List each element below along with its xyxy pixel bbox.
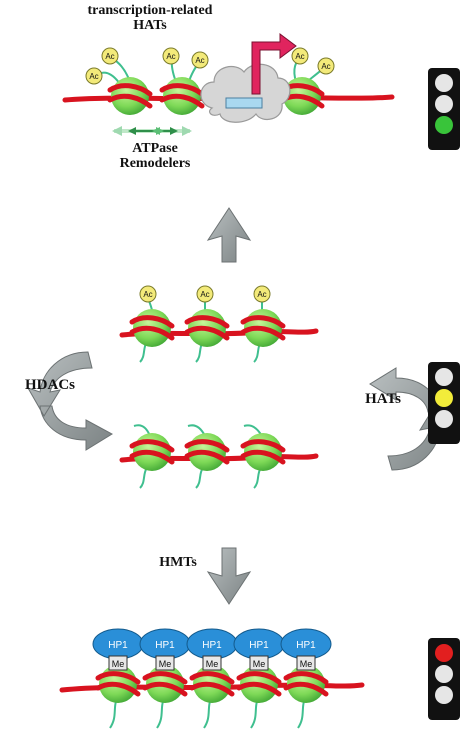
- acetylated-nucleosome-1: [132, 309, 172, 347]
- acetylated-nucleosome-2: [187, 309, 227, 347]
- hp1-2: HP1: [139, 628, 191, 660]
- svg-text:Ac: Ac: [321, 62, 330, 71]
- top-ac-4: Ac: [191, 51, 209, 69]
- svg-text:Me: Me: [253, 659, 266, 669]
- svg-text:HP1: HP1: [249, 640, 269, 651]
- heterochromatin-nucleosome-1: [98, 665, 138, 703]
- svg-text:Me: Me: [112, 659, 125, 669]
- svg-text:Ac: Ac: [105, 52, 114, 61]
- traffic-light-top: [428, 68, 460, 150]
- heterochromatin-nucleosome-2: [145, 665, 185, 703]
- svg-text:HP1: HP1: [202, 640, 222, 651]
- svg-text:Ac: Ac: [195, 56, 204, 65]
- down-arrow: [206, 547, 252, 605]
- top-ac-3: Ac: [162, 47, 180, 65]
- svg-text:HP1: HP1: [108, 640, 128, 651]
- acetylated-ac-3: Ac: [253, 285, 271, 303]
- promoter-arrow: [251, 33, 297, 95]
- heterochromatin: HP1 HP1 HP1 HP1 HP1 Me Me Me Me Me: [59, 628, 365, 729]
- deacetylated-chromatin: [119, 424, 319, 489]
- top-ac-2: Ac: [101, 47, 119, 65]
- svg-text:Me: Me: [206, 659, 219, 669]
- top-ac-1: Ac: [85, 67, 103, 85]
- top-open-chromatin: Ac Ac Ac Ac Ac Ac: [62, 33, 395, 136]
- traffic-light-top-red: [435, 74, 453, 92]
- atpase-remodelers-line1: ATPase: [132, 141, 178, 156]
- top-nucleosome-2: [162, 77, 202, 115]
- traffic-light-middle-green: [435, 410, 453, 428]
- svg-text:HP1: HP1: [155, 640, 175, 651]
- top-nucleosome-1: [110, 77, 150, 115]
- hats-label: HATs: [365, 391, 401, 407]
- svg-text:Ac: Ac: [166, 52, 175, 61]
- hp1-4: HP1: [233, 628, 285, 660]
- me-5: Me: [296, 655, 316, 671]
- svg-text:Me: Me: [159, 659, 172, 669]
- top-ac-5: Ac: [291, 47, 309, 65]
- acetylated-ac-2: Ac: [196, 285, 214, 303]
- traffic-light-bottom-red: [435, 644, 453, 662]
- hp1-1: HP1: [92, 628, 144, 660]
- traffic-light-top-green: [435, 116, 453, 134]
- acetylated-ac-1: Ac: [139, 285, 157, 303]
- svg-text:Ac: Ac: [89, 72, 98, 81]
- deacetylated-nucleosome-3: [243, 433, 283, 471]
- traffic-light-bottom-green: [435, 686, 453, 704]
- svg-text:Ac: Ac: [200, 290, 209, 299]
- hdacs-label: HDACs: [24, 377, 75, 393]
- top-ac-6: Ac: [317, 57, 335, 75]
- hp1-5: HP1: [280, 628, 332, 660]
- atpase-remodelers-line2: Remodelers: [119, 155, 191, 171]
- hdacs-arrow: [26, 351, 114, 451]
- heterochromatin-nucleosome-5: [286, 665, 326, 703]
- me-1: Me: [108, 655, 128, 671]
- svg-text:Ac: Ac: [257, 290, 266, 299]
- heterochromatin-nucleosome-4: [239, 665, 279, 703]
- acetylated-nucleosome-3: [243, 309, 283, 347]
- traffic-light-middle-red: [435, 368, 453, 386]
- traffic-light-bottom: [428, 638, 460, 720]
- transcription-cloud: [200, 63, 291, 123]
- me-4: Me: [249, 655, 269, 671]
- transcription-hats-line2: HATs: [133, 17, 167, 33]
- heterochromatin-nucleosome-3: [192, 665, 232, 703]
- traffic-light-middle: [428, 362, 460, 444]
- remodeler-arrows: [112, 126, 192, 136]
- svg-text:Ac: Ac: [295, 52, 304, 61]
- deacetylated-nucleosome-1: [132, 433, 172, 471]
- svg-text:HP1: HP1: [296, 640, 316, 651]
- deacetylated-nucleosome-2: [187, 433, 227, 471]
- traffic-light-middle-yellow: [435, 389, 453, 407]
- atpase-remodelers-label: ATPase Remodelers: [95, 141, 215, 171]
- acetylated-chromatin: Ac Ac Ac: [119, 285, 319, 363]
- transcription-hats-label: transcription-related HATs: [70, 3, 230, 33]
- transcription-hats-line1: transcription-related: [87, 3, 213, 18]
- traffic-light-bottom-yellow: [435, 665, 453, 683]
- svg-text:Ac: Ac: [143, 290, 152, 299]
- svg-text:Me: Me: [300, 659, 313, 669]
- transcription-factor-box: [225, 97, 263, 109]
- hp1-3: HP1: [186, 628, 238, 660]
- me-2: Me: [155, 655, 175, 671]
- up-arrow: [206, 207, 252, 263]
- hmts-label: HMTs: [159, 555, 197, 570]
- traffic-light-top-yellow: [435, 95, 453, 113]
- me-3: Me: [202, 655, 222, 671]
